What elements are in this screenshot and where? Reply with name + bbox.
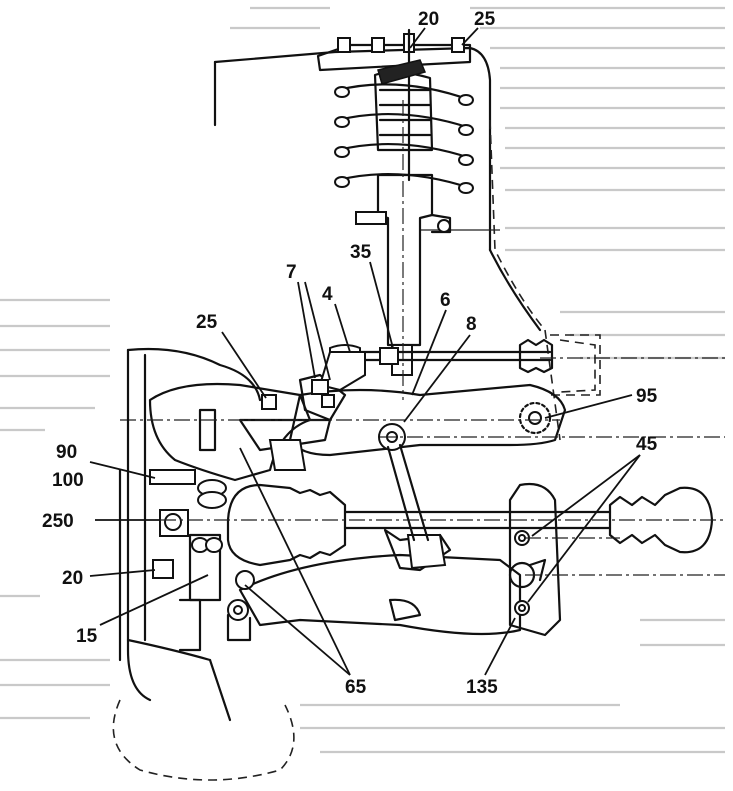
callout-25-top: 25 bbox=[474, 9, 496, 30]
callout-20-top: 20 bbox=[418, 9, 439, 30]
callout-250: 250 bbox=[42, 511, 74, 532]
callout-8: 8 bbox=[466, 314, 477, 335]
callout-45: 45 bbox=[636, 434, 658, 455]
callout-35: 35 bbox=[350, 242, 372, 263]
callout-15: 15 bbox=[76, 626, 98, 647]
wheel-rim bbox=[112, 347, 295, 781]
background-text-bleed bbox=[0, 6, 725, 754]
steering-knuckle bbox=[120, 351, 560, 509]
callout-6: 6 bbox=[440, 290, 451, 311]
callout-65: 65 bbox=[345, 677, 367, 698]
callout-labels: 20 25 35 7 4 6 8 25 95 45 90 100 250 20 … bbox=[42, 9, 658, 698]
callout-25-left: 25 bbox=[196, 312, 218, 333]
coil-spring bbox=[334, 83, 474, 194]
strut-body bbox=[355, 100, 452, 400]
callout-95: 95 bbox=[636, 386, 658, 407]
lower-wishbone bbox=[226, 443, 522, 642]
callout-20-left: 20 bbox=[62, 568, 83, 589]
upper-link-arm bbox=[288, 383, 725, 457]
callout-7: 7 bbox=[286, 262, 297, 283]
callout-100: 100 bbox=[52, 470, 84, 491]
leader-lines bbox=[89, 27, 641, 676]
callout-4: 4 bbox=[322, 284, 333, 305]
callout-135: 135 bbox=[466, 677, 498, 698]
drive-shaft bbox=[160, 483, 725, 567]
subframe-bracket bbox=[508, 482, 725, 637]
callout-90: 90 bbox=[56, 442, 77, 463]
